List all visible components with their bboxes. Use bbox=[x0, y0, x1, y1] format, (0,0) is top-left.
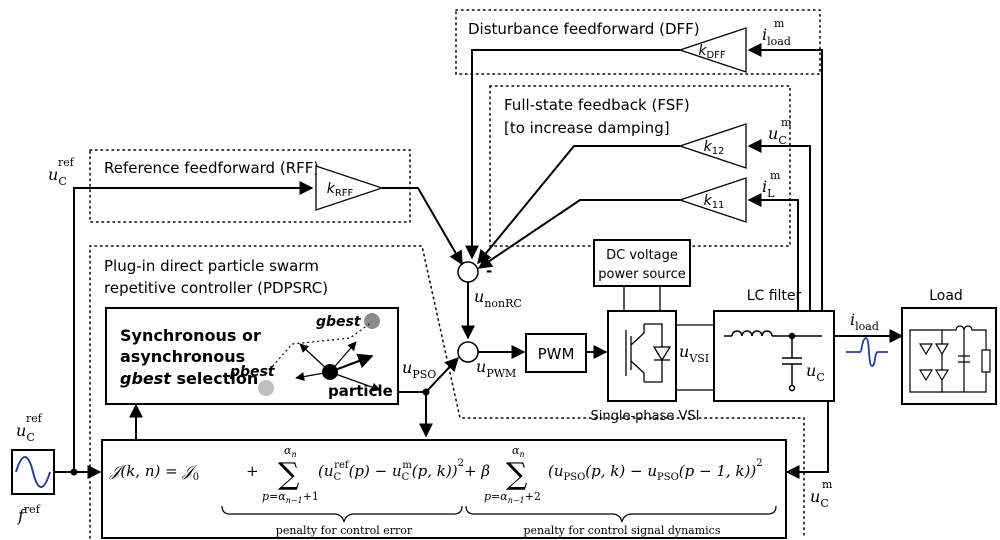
fsf-k12-output-line bbox=[477, 145, 680, 265]
signal-labels: iload m uC m iL m uC ref unonRC uPSO uPW… bbox=[16, 17, 879, 525]
vsi-caption: Single-phase VSI bbox=[591, 409, 700, 424]
label-i-l-m-sup: m bbox=[770, 169, 781, 182]
u-pso-junction bbox=[422, 388, 430, 396]
load-current-waveform bbox=[846, 337, 888, 367]
dff-region bbox=[455, 9, 821, 75]
k-rff-gain: kRFF bbox=[315, 165, 385, 211]
fsf-uc-measurement-line bbox=[747, 139, 811, 312]
cost-function-equation: 𝒥(k, n) = 𝒥0 + αn ∑ p=αn−1+1 (uCref(p) −… bbox=[109, 444, 777, 537]
label-u-pwm: uPWM bbox=[476, 357, 516, 380]
pdpsrc-region bbox=[89, 245, 805, 539]
fsf-label-1: Full-state feedback (FSF) bbox=[504, 96, 690, 114]
rff-output-line bbox=[382, 187, 463, 266]
eq-sum2-sign: ∑ bbox=[506, 457, 528, 492]
eq-sum1-sign: ∑ bbox=[278, 457, 300, 492]
svg-text:kRFF: kRFF bbox=[327, 181, 354, 199]
pwm-label: PWM bbox=[538, 345, 575, 363]
dff-measurement-line bbox=[747, 43, 823, 312]
eq-term2: (uPSO(p, k) − uPSO(p − 1, k))2 bbox=[548, 458, 763, 483]
fsf-label-2: [to increase damping] bbox=[504, 119, 670, 137]
rff-label: Reference feedforward (RFF) bbox=[104, 159, 319, 177]
label-u-c-ref-left-sup: ref bbox=[26, 412, 43, 425]
eq-sum2-bottom: p=αn−1+2 bbox=[484, 490, 541, 505]
brace1-label: penalty for control error bbox=[276, 524, 413, 537]
label-u-c-ref-top: uC bbox=[48, 165, 67, 188]
label-u-c-m-top: uC bbox=[768, 124, 787, 147]
label-i-l-m: iL bbox=[762, 177, 775, 200]
eq-sum1-top: αn bbox=[284, 444, 297, 459]
dc-power-source bbox=[593, 239, 691, 287]
inductor-capacitor-icon bbox=[724, 330, 822, 392]
k12-gain: k12 bbox=[677, 123, 747, 169]
svg-text:particle: particle bbox=[328, 382, 393, 400]
svg-text:k12: k12 bbox=[704, 139, 725, 157]
dc-label-2: power source bbox=[598, 267, 685, 282]
eq-sum1-bottom: p=αn−1+1 bbox=[262, 490, 319, 505]
rff-input-line bbox=[73, 181, 314, 472]
label-u-c: uC bbox=[806, 361, 825, 384]
ref-junction bbox=[70, 468, 78, 476]
sum-junction-pwm bbox=[457, 341, 479, 363]
sine-wave-icon bbox=[15, 456, 51, 488]
label-u-c-m-top-sup: m bbox=[781, 116, 792, 129]
eq-term1: (uCref(p) − uCm(p, k))2 bbox=[318, 458, 464, 483]
eq-plus: + bbox=[246, 462, 259, 480]
cost-function-block bbox=[101, 439, 787, 539]
svg-text:gbest: gbest bbox=[316, 314, 362, 330]
load-label: Load bbox=[929, 288, 963, 304]
pwm-block bbox=[525, 333, 587, 373]
label-u-pso: uPSO bbox=[402, 358, 436, 381]
k-dff-gain: kDFF bbox=[677, 27, 747, 73]
selection-label-2: asynchronous bbox=[120, 347, 245, 366]
selection-label-1: Synchronous or bbox=[120, 326, 261, 345]
label-u-vsi: uVSI bbox=[679, 342, 709, 365]
label-u-c-ref-left: uC bbox=[16, 421, 35, 444]
reference-sine-source bbox=[11, 449, 55, 495]
pdpsrc-label-1: Plug-in direct particle swarm bbox=[104, 257, 319, 275]
svg-text:k11: k11 bbox=[704, 193, 725, 211]
minus-sign-2: - bbox=[486, 262, 492, 280]
dff-label: Disturbance feedforward (DFF) bbox=[468, 20, 700, 38]
label-u-c-ref-top-sup: ref bbox=[58, 156, 75, 169]
k11-gain: k11 bbox=[677, 177, 747, 223]
label-u-nonrc: unonRC bbox=[474, 287, 522, 310]
svg-text:pbest: pbest bbox=[229, 364, 276, 380]
selection-label-3: gbest selection bbox=[120, 369, 258, 388]
brace-control-error bbox=[221, 505, 463, 523]
sum-junction-nonrc bbox=[457, 261, 479, 283]
label-f-ref: fref bbox=[17, 503, 41, 525]
lc-filter-block bbox=[713, 310, 835, 402]
brace-signal-dynamics bbox=[465, 505, 777, 523]
dc-label-1: DC voltage bbox=[606, 248, 678, 263]
particle-swarm-illustration: gbest pbest particle bbox=[229, 313, 393, 400]
brace2-label: penalty for control signal dynamics bbox=[524, 524, 721, 537]
label-i-load-m-sup: m bbox=[774, 17, 785, 30]
rectifier-load-icon bbox=[909, 325, 991, 393]
load-block bbox=[901, 307, 997, 405]
gbest-selection-box bbox=[105, 307, 399, 405]
dff-output-line bbox=[465, 49, 680, 260]
rff-region bbox=[89, 149, 411, 223]
label-u-c-m-bottom-sup: m bbox=[822, 478, 833, 491]
eq-sum2-top: αn bbox=[512, 444, 525, 459]
label-i-load-m: iload bbox=[762, 25, 791, 48]
fsf-k11-output-line bbox=[477, 199, 680, 269]
eq-j: 𝒥(k, n) = 𝒥0 bbox=[109, 462, 199, 483]
single-phase-vsi bbox=[607, 310, 677, 402]
pdpsrc-label-2: repetitive controller (PDPSRC) bbox=[104, 279, 328, 297]
label-i-load: iload bbox=[850, 310, 879, 333]
lc-filter-label: LC filter bbox=[747, 288, 802, 304]
label-u-c-m-bottom: uC bbox=[810, 487, 829, 510]
igbt-switch-icon bbox=[625, 323, 672, 383]
svg-text:kDFF: kDFF bbox=[698, 43, 726, 61]
eq-beta: + β bbox=[464, 462, 490, 480]
fsf-il-measurement-line bbox=[747, 193, 799, 312]
